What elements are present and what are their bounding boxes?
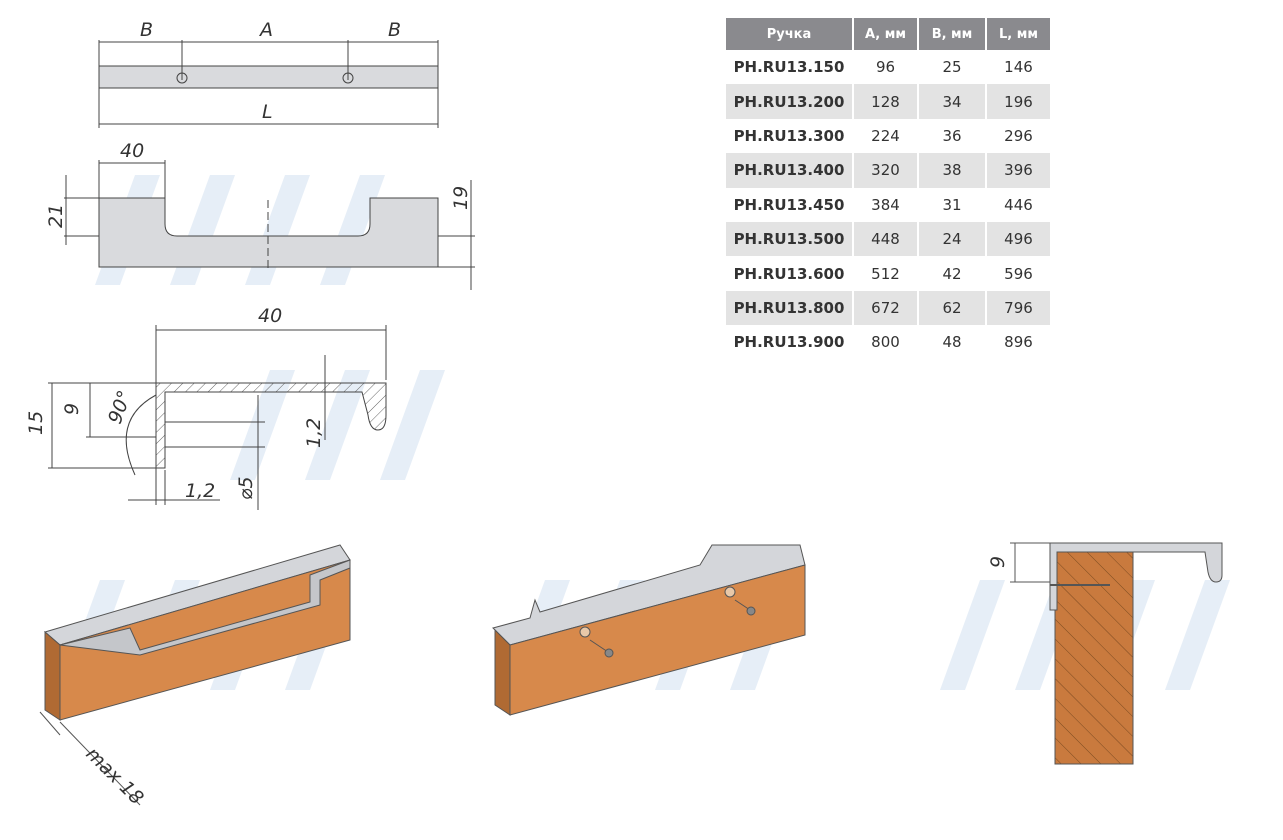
dim-profile-height: 15 (25, 411, 47, 435)
cell-b: 62 (918, 290, 987, 326)
cell-b: 24 (918, 221, 987, 257)
cell-l: 896 (986, 325, 1052, 360)
cell-l: 296 (986, 118, 1052, 154)
cell-b: 25 (918, 50, 987, 85)
cell-a: 672 (853, 290, 919, 326)
dim-front-right-height: 19 (450, 186, 472, 210)
cell-b: 34 (918, 84, 987, 119)
dim-profile-hole: ⌀5 (235, 476, 257, 500)
cell-l: 196 (986, 84, 1052, 119)
dim-front-width: 40 (120, 140, 144, 162)
dim-l: L (262, 101, 273, 123)
dim-max-thickness: max 18 (81, 743, 147, 809)
dim-profile-inner-height: 9 (61, 403, 83, 415)
cell-l: 496 (986, 221, 1052, 257)
dim-offset: 9 (987, 556, 1009, 568)
cell-a: 384 (853, 187, 919, 222)
dim-b-right: B (388, 19, 401, 41)
dim-profile-angle: 90° (104, 388, 136, 427)
cell-handle: PH.RU13.150 (726, 50, 854, 85)
dim-profile-thickness: 1,2 (185, 480, 215, 502)
cell-l: 446 (986, 187, 1052, 222)
cell-l: 796 (986, 290, 1052, 326)
cell-b: 48 (918, 325, 987, 360)
dim-front-left-height: 21 (45, 204, 67, 228)
front-view (64, 160, 475, 290)
dim-profile-width: 40 (258, 305, 282, 327)
cell-a: 800 (853, 325, 919, 360)
header-a: A, мм (853, 18, 919, 50)
installation-section (1010, 542, 1223, 765)
dim-b-left: B (140, 19, 153, 41)
cell-l: 146 (986, 50, 1052, 85)
cell-b: 42 (918, 256, 987, 291)
cell-l: 396 (986, 153, 1052, 188)
cell-b: 36 (918, 118, 987, 154)
header-l: L, мм (986, 18, 1052, 50)
cell-handle: PH.RU13.200 (726, 84, 854, 119)
cell-a: 224 (853, 118, 919, 154)
header-b: B, мм (918, 18, 987, 50)
header-handle: Ручка (726, 18, 854, 50)
cell-a: 448 (853, 221, 919, 257)
table-header-row: Ручка A, мм B, мм L, мм (726, 18, 1052, 50)
cell-handle: PH.RU13.500 (726, 221, 854, 257)
top-view (98, 40, 439, 128)
dim-profile-wall: 1,2 (303, 418, 325, 448)
handle-with-screws-3d (492, 544, 806, 716)
cell-a: 512 (853, 256, 919, 291)
cell-handle: PH.RU13.400 (726, 153, 854, 188)
profile-section (48, 325, 387, 510)
cell-a: 96 (853, 50, 919, 85)
cell-a: 128 (853, 84, 919, 119)
handle-on-panel-3d (39, 544, 351, 806)
cell-b: 31 (918, 187, 987, 222)
cell-handle: PH.RU13.450 (726, 187, 854, 222)
cell-b: 38 (918, 153, 987, 188)
cell-handle: PH.RU13.600 (726, 256, 854, 291)
cell-a: 320 (853, 153, 919, 188)
cell-l: 596 (986, 256, 1052, 291)
cell-handle: PH.RU13.800 (726, 290, 854, 326)
cell-handle: PH.RU13.900 (726, 325, 854, 360)
dim-a: A (258, 19, 273, 41)
cell-handle: PH.RU13.300 (726, 118, 854, 154)
